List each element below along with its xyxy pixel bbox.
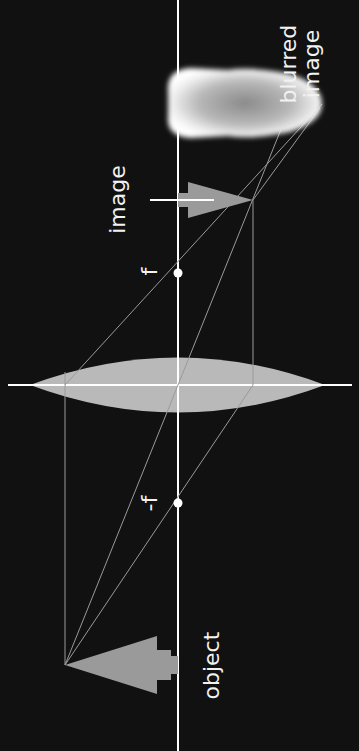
lens-plane [8, 384, 352, 386]
object-arrow [65, 636, 178, 694]
focal-label: f [138, 242, 161, 302]
object-label: object [200, 606, 223, 726]
image-plane [150, 199, 214, 201]
focal-point [174, 499, 183, 508]
focal-point [174, 269, 183, 278]
blurred-image-label: blurred image [277, 16, 323, 112]
light-rays [65, 92, 322, 665]
image-label: image [106, 140, 129, 260]
focal-label: -f [138, 474, 161, 534]
